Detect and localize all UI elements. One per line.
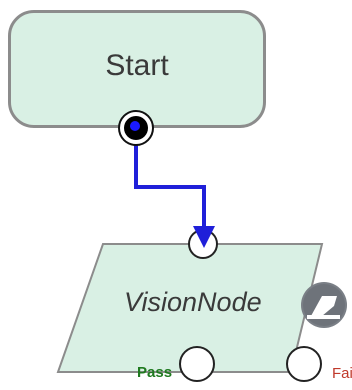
fail-port[interactable] — [286, 346, 322, 382]
start-node[interactable]: Start — [8, 10, 266, 128]
fail-label: Fai — [332, 365, 352, 382]
vision-node-label: VisionNode — [124, 287, 262, 317]
pass-port[interactable] — [179, 346, 215, 382]
connector-arrowhead — [193, 226, 215, 248]
pass-label: Pass — [137, 364, 173, 381]
start-output-port[interactable] — [118, 110, 154, 146]
eraser-icon[interactable] — [301, 282, 347, 328]
start-node-label: Start — [105, 49, 169, 82]
connector-line[interactable] — [134, 131, 206, 232]
